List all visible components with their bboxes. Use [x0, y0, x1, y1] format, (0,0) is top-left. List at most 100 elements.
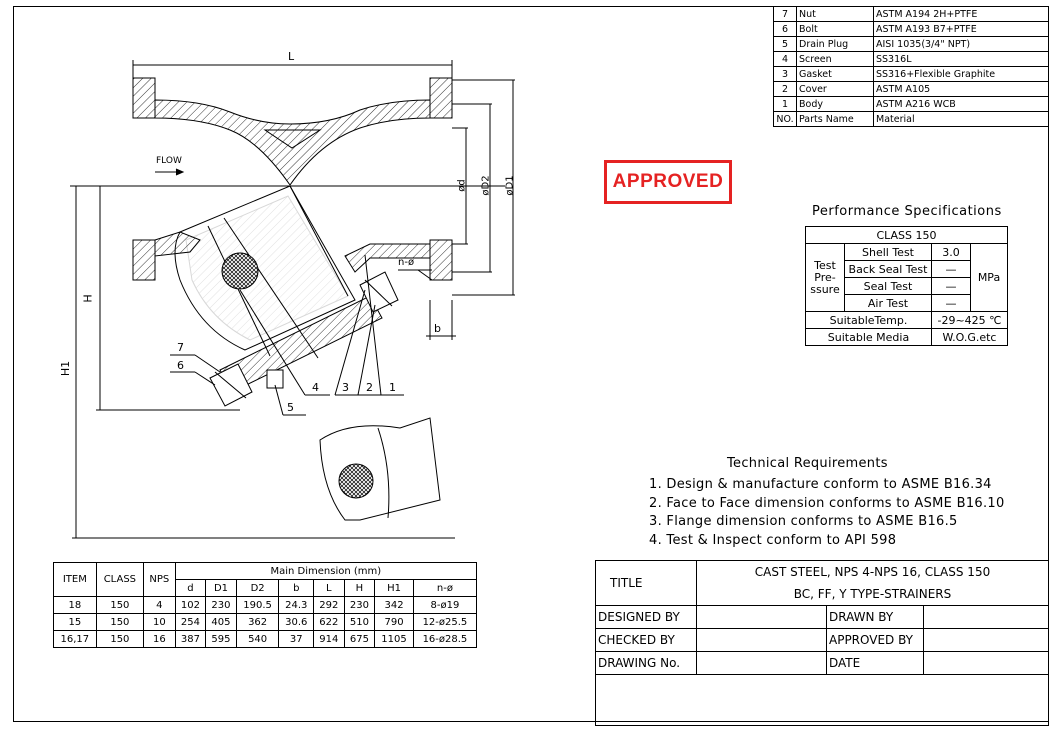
- dim-class: 150: [95, 613, 145, 631]
- designed-by-value: [696, 605, 827, 629]
- dim-H-label: H: [81, 294, 95, 303]
- dim-col-header: d: [174, 579, 207, 597]
- dim-value: 230: [205, 596, 237, 614]
- drawn-by-value: [923, 605, 1049, 629]
- dim-value: 540: [235, 630, 280, 648]
- dim-nps: 10: [143, 613, 176, 631]
- dim-col-header: L: [313, 579, 345, 597]
- part-material: ASTM A193 B7+PTFE: [873, 21, 1049, 37]
- callout-2: 2: [366, 381, 373, 394]
- performance-title: Performance Specifications: [812, 204, 1002, 219]
- dim-header-nps: NPS: [143, 562, 176, 597]
- performance-table: CLASS 150 Test Pre- ssure Shell Test 3.0…: [805, 226, 1008, 346]
- perf-row-name: Back Seal Test: [844, 260, 932, 278]
- temp-value: -29~425 ℃: [931, 311, 1008, 329]
- test-pressure-label: Test Pre- ssure: [805, 243, 845, 312]
- dim-value: 37: [278, 630, 315, 648]
- part-name: Screen: [796, 51, 874, 67]
- part-material: ASTM A105: [873, 81, 1049, 97]
- part-no: 7: [773, 6, 797, 22]
- dim-value: 102: [174, 596, 207, 614]
- part-name: Nut: [796, 6, 874, 22]
- performance-class: CLASS 150: [805, 226, 1008, 244]
- part-material: AISI 1035(3/4" NPT): [873, 36, 1049, 52]
- parts-header-no: NO.: [773, 111, 797, 127]
- approved-by-label: APPROVED BY: [826, 628, 924, 652]
- callout-5: 5: [287, 401, 294, 414]
- dim-value: 362: [235, 613, 280, 631]
- part-no: 6: [773, 21, 797, 37]
- perf-row-name: Shell Test: [844, 243, 932, 261]
- dim-header-class: CLASS: [95, 562, 145, 597]
- dim-col-header: D1: [205, 579, 237, 597]
- callout-1: 1: [389, 381, 396, 394]
- dim-nps: 16: [143, 630, 176, 648]
- approved-stamp: APPROVED: [604, 160, 732, 204]
- dim-d-label: ød: [456, 179, 468, 192]
- perf-row-value: —: [931, 277, 971, 295]
- dim-col-header: D2: [235, 579, 280, 597]
- part-material: ASTM A194 2H+PTFE: [873, 6, 1049, 22]
- dim-value: 405: [205, 613, 237, 631]
- dim-value: 675: [343, 630, 376, 648]
- dim-item: 18: [53, 596, 97, 614]
- dim-value: 230: [343, 596, 376, 614]
- drawing-frame: [13, 6, 1049, 722]
- perf-unit: MPa: [970, 243, 1008, 312]
- dim-value: 8-ø19: [412, 596, 478, 614]
- dim-value: 12-ø25.5: [412, 613, 478, 631]
- callout-4: 4: [312, 381, 319, 394]
- dim-value: 1105: [374, 630, 414, 648]
- part-material: ASTM A216 WCB: [873, 96, 1049, 112]
- part-material: SS316L: [873, 51, 1049, 67]
- perf-row-value: 3.0: [931, 243, 971, 261]
- dim-D1-label: øD1: [504, 175, 516, 196]
- perf-row-value: —: [931, 294, 971, 312]
- technical-item: 2. Face to Face dimension conforms to AS…: [649, 495, 1005, 511]
- dim-value: 595: [205, 630, 237, 648]
- dim-L-label: L: [288, 50, 295, 63]
- dim-col-header: H1: [374, 579, 414, 597]
- dim-value: 914: [313, 630, 345, 648]
- dim-header-item: ITEM: [53, 562, 97, 597]
- dim-nps: 4: [143, 596, 176, 614]
- dim-item: 16,17: [53, 630, 97, 648]
- checked-by-label: CHECKED BY: [595, 628, 697, 652]
- dim-value: 790: [374, 613, 414, 631]
- title-block: TITLE CAST STEEL, NPS 4-NPS 16, CLASS 15…: [595, 560, 1049, 726]
- technical-item: 1. Design & manufacture conform to ASME …: [649, 477, 992, 492]
- approved-by-value: [923, 628, 1049, 652]
- part-no: 1: [773, 96, 797, 112]
- callout-3: 3: [342, 381, 349, 394]
- dim-header-group: Main Dimension (mm): [174, 562, 478, 580]
- part-no: 4: [773, 51, 797, 67]
- dim-value: 510: [343, 613, 376, 631]
- dim-class: 150: [95, 630, 145, 648]
- dim-value: 292: [313, 596, 345, 614]
- dim-value: 16-ø28.5: [412, 630, 478, 648]
- part-name: Gasket: [796, 66, 874, 82]
- dim-n-label: n-ø: [398, 257, 415, 268]
- perf-row-name: Seal Test: [844, 277, 932, 295]
- checked-by-value: [696, 628, 827, 652]
- part-no: 2: [773, 81, 797, 97]
- drawing-no-value: [696, 651, 827, 675]
- technical-title: Technical Requirements: [727, 456, 888, 471]
- dim-value: 190.5: [235, 596, 280, 614]
- date-label: DATE: [826, 651, 924, 675]
- part-name: Drain Plug: [796, 36, 874, 52]
- technical-item: 3. Flange dimension conforms to ASME B16…: [649, 514, 958, 529]
- part-name: Body: [796, 96, 874, 112]
- drawn-by-label: DRAWN BY: [826, 605, 924, 629]
